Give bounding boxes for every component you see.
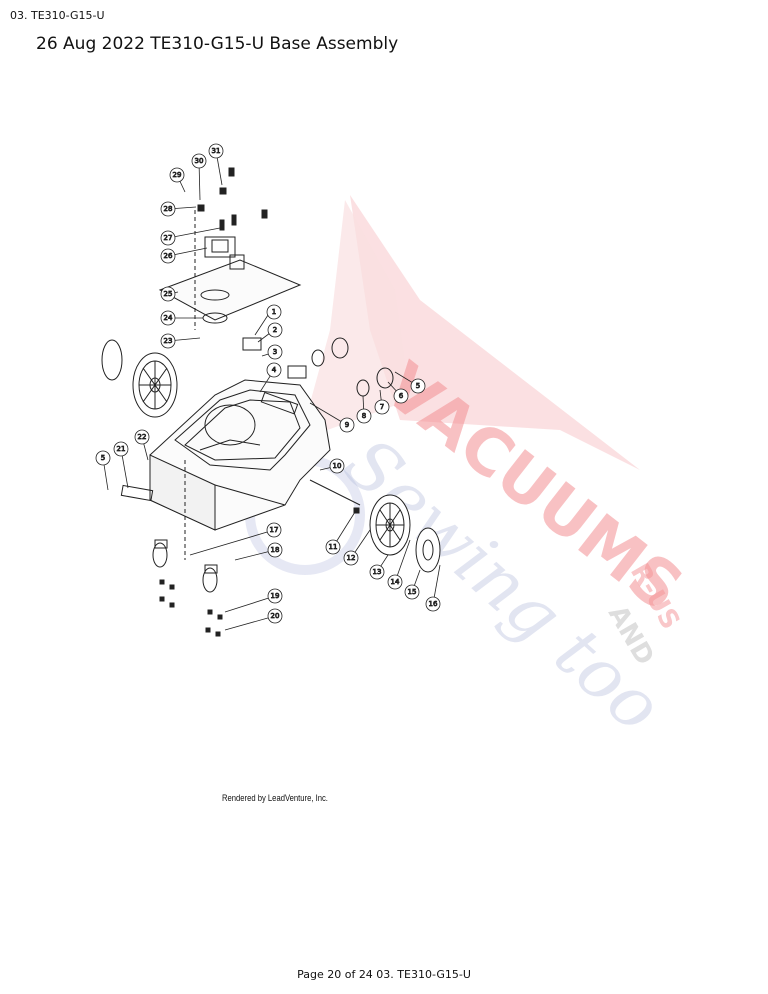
callout-8: 8 (356, 395, 372, 424)
callout-1: 1 (254, 304, 282, 336)
callout-18: 18 (234, 542, 283, 561)
svg-text:16: 16 (429, 600, 438, 608)
callout-17: 17 (189, 522, 282, 556)
side-plate (120, 484, 154, 502)
callout-22: 22 (134, 429, 150, 461)
svg-text:1: 1 (272, 308, 276, 316)
svg-text:27: 27 (164, 234, 173, 242)
svg-text:19: 19 (271, 592, 280, 600)
callout-19: 19 (224, 588, 283, 613)
svg-text:5: 5 (416, 382, 420, 390)
callout-26: 26 (160, 247, 208, 264)
callout-2: 2 (257, 322, 283, 343)
callout-20: 20 (224, 608, 283, 631)
base-body (149, 379, 331, 531)
callout-29: 29 (169, 167, 186, 193)
svg-text:5: 5 (101, 454, 105, 462)
svg-text:28: 28 (164, 205, 173, 213)
callout-14: 14 (387, 539, 411, 590)
svg-text:7: 7 (380, 403, 384, 411)
document-code: 03. TE310-G15-U (10, 9, 105, 22)
watermark: VACUUMS R-US AND Sewing too (245, 195, 696, 748)
caster-right (202, 564, 218, 593)
svg-text:11: 11 (329, 543, 338, 551)
callout-3: 3 (261, 344, 283, 360)
callout-30: 30 (191, 153, 207, 201)
svg-text:31: 31 (212, 147, 221, 155)
page-footer: Page 20 of 24 03. TE310-G15-U (297, 968, 471, 981)
right-wheel (369, 494, 441, 573)
svg-text:21: 21 (117, 445, 126, 453)
svg-text:8: 8 (362, 412, 366, 420)
svg-text:2: 2 (273, 326, 277, 334)
svg-text:4: 4 (272, 366, 277, 374)
callout-9: 9 (309, 402, 355, 433)
callout-4: 4 (259, 362, 282, 393)
svg-text:6: 6 (399, 392, 404, 400)
svg-text:14: 14 (391, 578, 400, 586)
caster-left (152, 539, 168, 568)
axle (309, 479, 361, 506)
render-credit: Rendered by LeadVenture, Inc. (222, 793, 328, 803)
callout-25: 25 (160, 286, 179, 302)
callout-31: 31 (208, 143, 224, 186)
latch-plate (260, 391, 299, 415)
callout-7: 7 (374, 389, 390, 415)
callout-5b: 5 (95, 450, 111, 491)
callout-24: 24 (160, 310, 203, 326)
svg-text:30: 30 (195, 157, 204, 165)
callout-5a: 5 (394, 371, 426, 394)
callout-23: 23 (160, 333, 201, 349)
svg-text:12: 12 (347, 554, 356, 562)
svg-text:17: 17 (270, 526, 279, 534)
callout-11: 11 (325, 511, 356, 555)
left-wheel (101, 339, 178, 418)
callout-28: 28 (160, 201, 197, 217)
callout-27: 27 (160, 227, 221, 246)
svg-text:24: 24 (164, 314, 173, 322)
svg-text:13: 13 (373, 568, 382, 576)
svg-text:15: 15 (408, 588, 417, 596)
callout-15: 15 (404, 569, 421, 600)
bracket-right (287, 365, 307, 379)
callout-16: 16 (425, 564, 441, 612)
svg-text:18: 18 (271, 546, 280, 554)
svg-text:3: 3 (273, 348, 277, 356)
callout-21: 21 (113, 441, 129, 489)
svg-text:26: 26 (164, 252, 173, 260)
bracket-left (242, 337, 262, 351)
motor-mount (204, 236, 236, 258)
callout-12: 12 (343, 529, 371, 566)
page-title: 26 Aug 2022 TE310-G15-U Base Assembly (36, 34, 399, 54)
svg-text:25: 25 (164, 290, 173, 298)
svg-text:29: 29 (173, 171, 182, 179)
svg-text:9: 9 (345, 421, 349, 429)
svg-text:22: 22 (138, 433, 147, 441)
callout-10: 10 (319, 458, 345, 474)
callout-6: 6 (387, 381, 409, 404)
callout-13: 13 (369, 554, 389, 580)
svg-text:20: 20 (271, 612, 280, 620)
svg-text:10: 10 (333, 462, 342, 470)
svg-text:23: 23 (164, 337, 173, 345)
callouts: 1 2 3 4 5 5 6 7 8 9 10 11 12 13 14 15 16… (95, 143, 441, 631)
